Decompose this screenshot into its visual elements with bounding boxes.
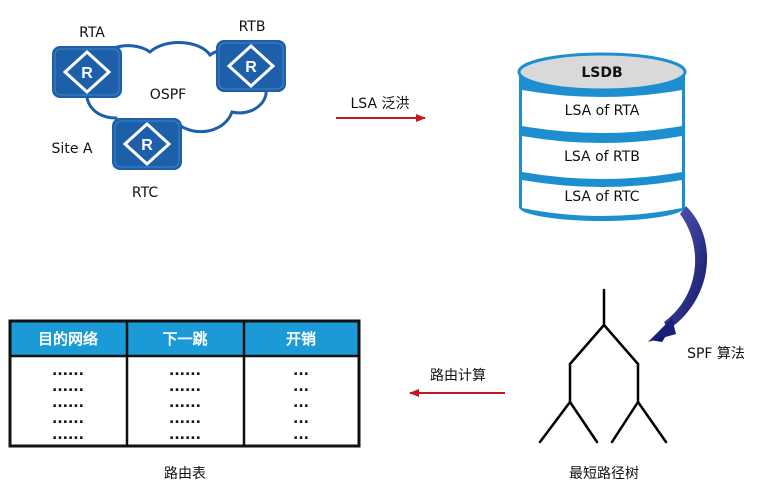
table-cell: ...... bbox=[52, 363, 84, 379]
table-header-dest: 目的网络 bbox=[38, 330, 98, 348]
router-glyph: R bbox=[245, 59, 257, 76]
table-cell: ... bbox=[293, 395, 309, 411]
table-cell: ...... bbox=[52, 395, 84, 411]
table-cell: ...... bbox=[52, 427, 84, 443]
site-label: Site A bbox=[52, 141, 93, 157]
spf-arrow-icon bbox=[648, 206, 708, 342]
table-cell: ... bbox=[293, 379, 309, 395]
protocol-label: OSPF bbox=[150, 87, 186, 103]
table-cell: ...... bbox=[169, 395, 201, 411]
table-cell: ...... bbox=[52, 411, 84, 427]
spf-label: SPF 算法 bbox=[687, 346, 745, 362]
table-body: ...... ...... ... ...... ...... ... ....… bbox=[52, 363, 309, 443]
lsdb-title: LSDB bbox=[581, 65, 622, 81]
flood-label: LSA 泛洪 bbox=[351, 96, 410, 112]
calc-label: 路由计算 bbox=[430, 368, 486, 384]
table-cell: ... bbox=[293, 363, 309, 379]
router-glyph: R bbox=[81, 65, 93, 82]
table-cell: ... bbox=[293, 411, 309, 427]
lsdb-row: LSA of RTA bbox=[565, 103, 640, 119]
table-cell: ...... bbox=[52, 379, 84, 395]
table-cell: ...... bbox=[169, 379, 201, 395]
route-table bbox=[8, 319, 361, 448]
router-icon: R bbox=[216, 40, 286, 92]
router-glyph: R bbox=[141, 137, 153, 154]
table-cell: ... bbox=[293, 427, 309, 443]
router-label-rtb: RTB bbox=[239, 19, 266, 35]
table-header-nexthop: 下一跳 bbox=[162, 330, 207, 348]
database-icon bbox=[517, 52, 687, 221]
router-label-rta: RTA bbox=[79, 25, 105, 41]
table-cell: ...... bbox=[169, 427, 201, 443]
router-icon: R bbox=[52, 46, 122, 98]
table-caption: 路由表 bbox=[164, 466, 206, 482]
tree-label: 最短路径树 bbox=[569, 466, 639, 482]
table-cell: ...... bbox=[169, 411, 201, 427]
table-header-cost: 开销 bbox=[286, 330, 316, 348]
router-icon: R bbox=[112, 118, 182, 170]
lsdb-row: LSA of RTC bbox=[564, 189, 639, 205]
table-cell: ...... bbox=[169, 363, 201, 379]
tree-icon bbox=[538, 288, 668, 444]
router-label-rtc: RTC bbox=[132, 185, 158, 201]
lsdb-row: LSA of RTB bbox=[564, 149, 640, 165]
